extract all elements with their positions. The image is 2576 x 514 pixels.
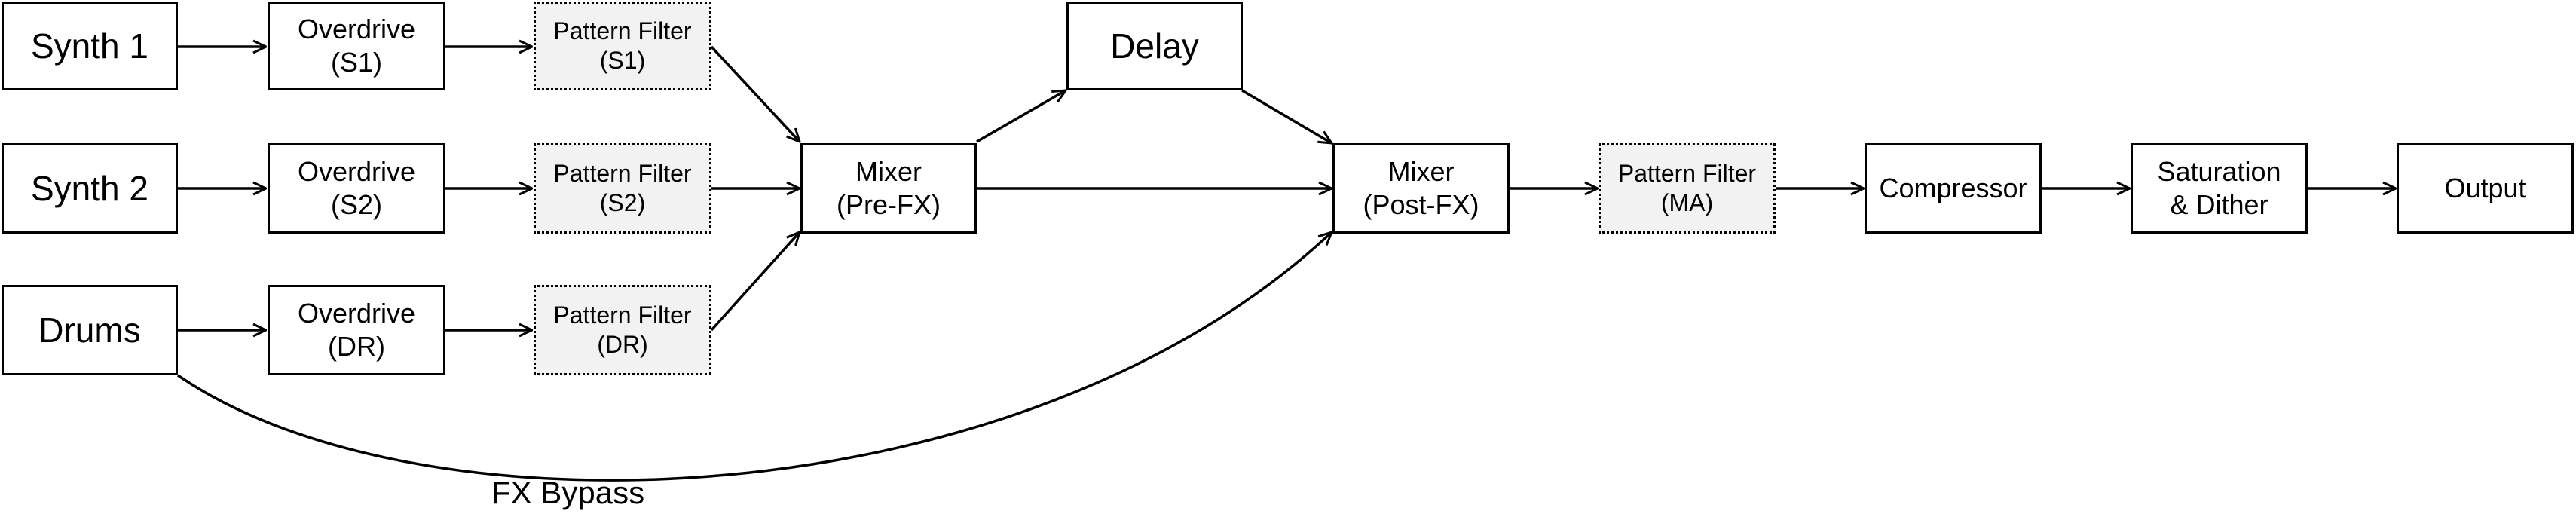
delay-node: Delay: [1066, 2, 1243, 90]
mixer-pre-fx-node: Mixer (Pre-FX): [800, 143, 977, 234]
overdrive-s1-node: Overdrive (S1): [268, 2, 445, 90]
compressor-node: Compressor: [1865, 143, 2042, 234]
output-node: Output: [2397, 143, 2574, 234]
mixer-post-fx-label: Mixer (Post-FX): [1363, 156, 1479, 220]
pattern-filter-s1-label: Pattern Filter (S1): [553, 17, 692, 74]
pattern-filter-ma-node: Pattern Filter (MA): [1599, 143, 1776, 234]
overdrive-s1-label: Overdrive (S1): [297, 14, 416, 78]
overdrive-s2-node: Overdrive (S2): [268, 143, 445, 234]
pattern-filter-dr-label: Pattern Filter (DR): [553, 301, 692, 358]
pattern-filter-s1-node: Pattern Filter (S1): [534, 2, 711, 90]
drums-label: Drums: [38, 310, 141, 350]
synth-1-node: Synth 1: [2, 2, 178, 90]
mixer-pre-fx-label: Mixer (Pre-FX): [837, 156, 941, 220]
edge-patternfilter-dr-mixer: [710, 232, 800, 332]
pattern-filter-s2-label: Pattern Filter (S2): [553, 159, 692, 216]
mixer-post-fx-node: Mixer (Post-FX): [1332, 143, 1510, 234]
output-label: Output: [2444, 173, 2526, 204]
pattern-filter-dr-node: Pattern Filter (DR): [534, 285, 711, 375]
edge-mixer-delay: [976, 90, 1066, 143]
fx-bypass-label: FX Bypass: [491, 475, 645, 510]
synth-1-label: Synth 1: [31, 26, 148, 66]
saturation-dither-label: Saturation & Dither: [2157, 156, 2281, 220]
delay-label: Delay: [1110, 26, 1199, 66]
pattern-filter-ma-label: Pattern Filter (MA): [1617, 159, 1757, 216]
synth-2-node: Synth 2: [2, 143, 178, 234]
overdrive-dr-node: Overdrive (DR): [268, 285, 445, 375]
edge-patternfilter-s1-mixer: [710, 45, 800, 142]
pattern-filter-s2-node: Pattern Filter (S2): [534, 143, 711, 234]
edge-delay-mixer-post: [1241, 89, 1332, 143]
drums-node: Drums: [2, 285, 178, 375]
synth-2-label: Synth 2: [31, 168, 148, 208]
edge-fx-bypass: [177, 232, 1332, 482]
overdrive-dr-label: Overdrive (DR): [297, 298, 416, 362]
compressor-label: Compressor: [1879, 173, 2027, 204]
saturation-dither-node: Saturation & Dither: [2131, 143, 2308, 234]
overdrive-s2-label: Overdrive (S2): [297, 156, 416, 220]
